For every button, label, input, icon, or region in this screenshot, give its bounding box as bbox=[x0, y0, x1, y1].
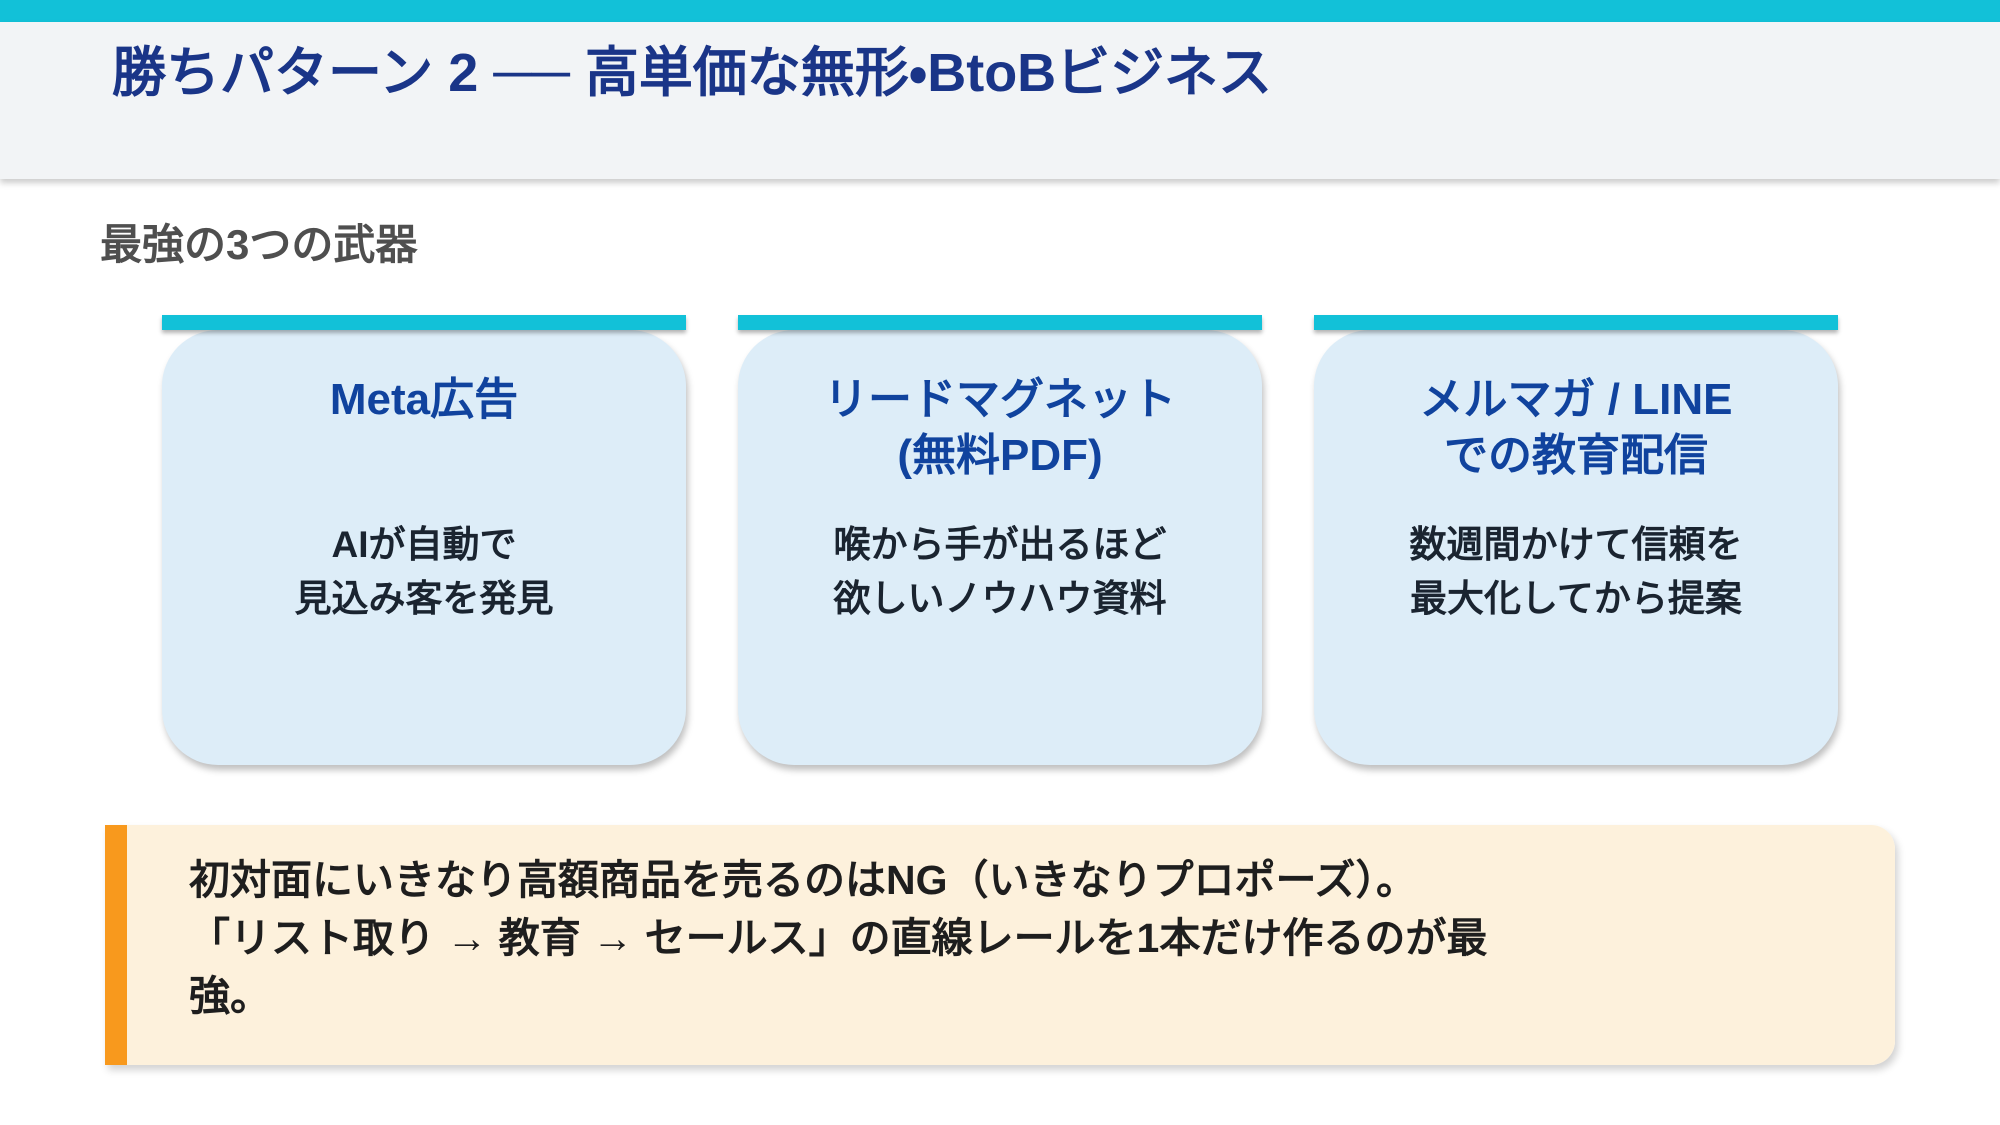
card-description-line: AIが自動で bbox=[331, 524, 517, 565]
callout-line: 強。 bbox=[189, 973, 271, 1019]
top-accent-bar bbox=[0, 0, 2000, 22]
card-description: AIが自動で 見込み客を発見 bbox=[162, 518, 686, 626]
card-accent-bar bbox=[1314, 315, 1838, 330]
weapon-cards: Meta広告 AIが自動で 見込み客を発見 リードマグネット (無料PDF) 喉… bbox=[162, 315, 1838, 765]
card-description: 数週間かけて信頼を 最大化してから提案 bbox=[1314, 518, 1838, 626]
card-description-line: 喉から手が出るほど bbox=[833, 524, 1167, 565]
card-title-line: メルマガ / LINE bbox=[1419, 375, 1733, 424]
card-description: 喉から手が出るほど 欲しいノウハウ資料 bbox=[738, 518, 1262, 626]
slide-title: 勝ちパターン 2 ── 高単価な無形・BtoBビジネス bbox=[112, 43, 1273, 103]
card-title: Meta広告 bbox=[162, 372, 686, 518]
card-body: メルマガ / LINE での教育配信 数週間かけて信頼を 最大化してから提案 bbox=[1314, 330, 1838, 765]
warning-callout: 初対面にいきなり高額商品を売るのはNG（いきなりプロポーズ）。 「リスト取り →… bbox=[105, 825, 1895, 1065]
card-accent-bar bbox=[162, 315, 686, 330]
card-description-line: 最大化してから提案 bbox=[1410, 578, 1742, 619]
section-label: 最強の3つの武器 bbox=[100, 221, 418, 268]
callout-accent-bar bbox=[105, 825, 127, 1065]
card-lead-magnet: リードマグネット (無料PDF) 喉から手が出るほど 欲しいノウハウ資料 bbox=[738, 315, 1262, 765]
callout-line: 「リスト取り → 教育 → セールス」の直線レールを1本だけ作るのが最 bbox=[189, 915, 1488, 961]
slide-header: 勝ちパターン 2 ── 高単価な無形・BtoBビジネス bbox=[0, 22, 2000, 179]
card-body: Meta広告 AIが自動で 見込み客を発見 bbox=[162, 330, 686, 765]
card-title: メルマガ / LINE での教育配信 bbox=[1314, 372, 1838, 518]
card-title: リードマグネット (無料PDF) bbox=[738, 372, 1262, 518]
card-title-line: (無料PDF) bbox=[897, 431, 1103, 480]
card-description-line: 見込み客を発見 bbox=[294, 578, 554, 619]
card-body: リードマグネット (無料PDF) 喉から手が出るほど 欲しいノウハウ資料 bbox=[738, 330, 1262, 765]
card-description-line: 数週間かけて信頼を bbox=[1409, 524, 1743, 565]
callout-line: 初対面にいきなり高額商品を売るのはNG（いきなりプロポーズ）。 bbox=[189, 857, 1417, 903]
callout-text: 初対面にいきなり高額商品を売るのはNG（いきなりプロポーズ）。 「リスト取り →… bbox=[127, 825, 1895, 1065]
card-meta-ads: Meta広告 AIが自動で 見込み客を発見 bbox=[162, 315, 686, 765]
card-title-line: Meta広告 bbox=[329, 375, 519, 424]
card-title-line: での教育配信 bbox=[1444, 431, 1708, 480]
card-email-line-nurture: メルマガ / LINE での教育配信 数週間かけて信頼を 最大化してから提案 bbox=[1314, 315, 1838, 765]
card-description-line: 欲しいノウハウ資料 bbox=[833, 578, 1167, 619]
card-title-line: リードマグネット bbox=[824, 375, 1176, 424]
card-accent-bar bbox=[738, 315, 1262, 330]
